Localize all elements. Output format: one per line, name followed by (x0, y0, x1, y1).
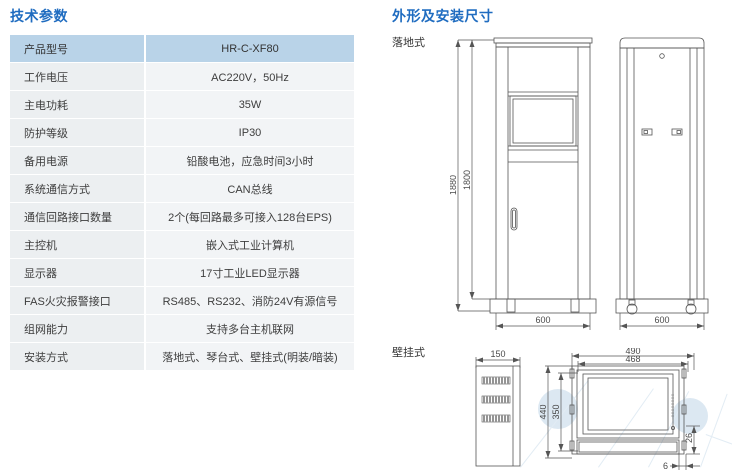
spec-value: 嵌入式工业计算机 (144, 231, 354, 258)
spec-label: 系统通信方式 (10, 175, 144, 202)
floor-standing-side-drawing: 600 (600, 30, 730, 340)
spec-value: HR-C-XF80 (144, 35, 354, 62)
spec-label: FAS火灾报警接口 (10, 287, 144, 314)
floor-standing-front-drawing: 1880 1800 600 (450, 30, 600, 340)
spec-label: 组网能力 (10, 315, 144, 342)
spec-value: CAN总线 (144, 175, 354, 202)
spec-label: 产品型号 (10, 35, 144, 62)
dimension-drawings-title: 外形及安装尺寸 (392, 8, 494, 24)
wall-mounted-side-drawing: 150 (468, 348, 532, 472)
dim-wall-detail-b: 6 (663, 461, 668, 471)
dim-height-inner: 1800 (462, 170, 472, 190)
spec-label: 安装方式 (10, 343, 144, 370)
floor-standing-label: 落地式 (392, 37, 425, 49)
spec-value: 35W (144, 91, 354, 118)
wall-mounted-front-drawing: 490 468 (540, 348, 728, 475)
wall-mounted-label: 壁挂式 (392, 347, 425, 359)
spec-label: 显示器 (10, 259, 144, 286)
spec-label: 备用电源 (10, 147, 144, 174)
spec-label: 工作电压 (10, 63, 144, 90)
table-row: 安装方式落地式、琴台式、壁挂式(明装/暗装) (10, 343, 354, 370)
spec-label: 通信回路接口数量 (10, 203, 144, 230)
spec-value: 支持多台主机联网 (144, 315, 354, 342)
dim-width-front: 600 (535, 315, 550, 325)
spec-value: 17寸工业LED显示器 (144, 259, 354, 286)
dim-wall-height-outer: 440 (540, 404, 548, 419)
table-row: 主控机嵌入式工业计算机 (10, 231, 354, 258)
dim-wall-height-inner: 350 (551, 404, 561, 419)
spec-value: 铅酸电池，应急时间3小时 (144, 147, 354, 174)
tech-parameters-title: 技术参数 (10, 8, 68, 24)
spec-value: IP30 (144, 119, 354, 146)
dim-wall-detail-a: 26 (684, 433, 694, 443)
dim-height-outer: 1880 (450, 175, 458, 195)
table-row: 组网能力支持多台主机联网 (10, 315, 354, 342)
spec-label: 主控机 (10, 231, 144, 258)
dimension-drawings-section: 外形及安装尺寸 落地式 壁挂式 (392, 8, 730, 471)
table-row: 备用电源铅酸电池，应急时间3小时 (10, 147, 354, 174)
spec-value: 落地式、琴台式、壁挂式(明装/暗装) (144, 343, 354, 370)
dim-width-side: 600 (654, 315, 669, 325)
spec-value: RS485、RS232、消防24V有源信号 (144, 287, 354, 314)
spec-label: 主电功耗 (10, 91, 144, 118)
dim-wall-width-outer: 490 (625, 348, 640, 356)
dim-wall-depth: 150 (490, 349, 505, 359)
spec-value: 2个(每回路最多可接入128台EPS) (144, 203, 354, 230)
dim-wall-width-inner: 468 (625, 354, 640, 364)
spec-value: AC220V，50Hz (144, 63, 354, 90)
spec-label: 防护等级 (10, 119, 144, 146)
